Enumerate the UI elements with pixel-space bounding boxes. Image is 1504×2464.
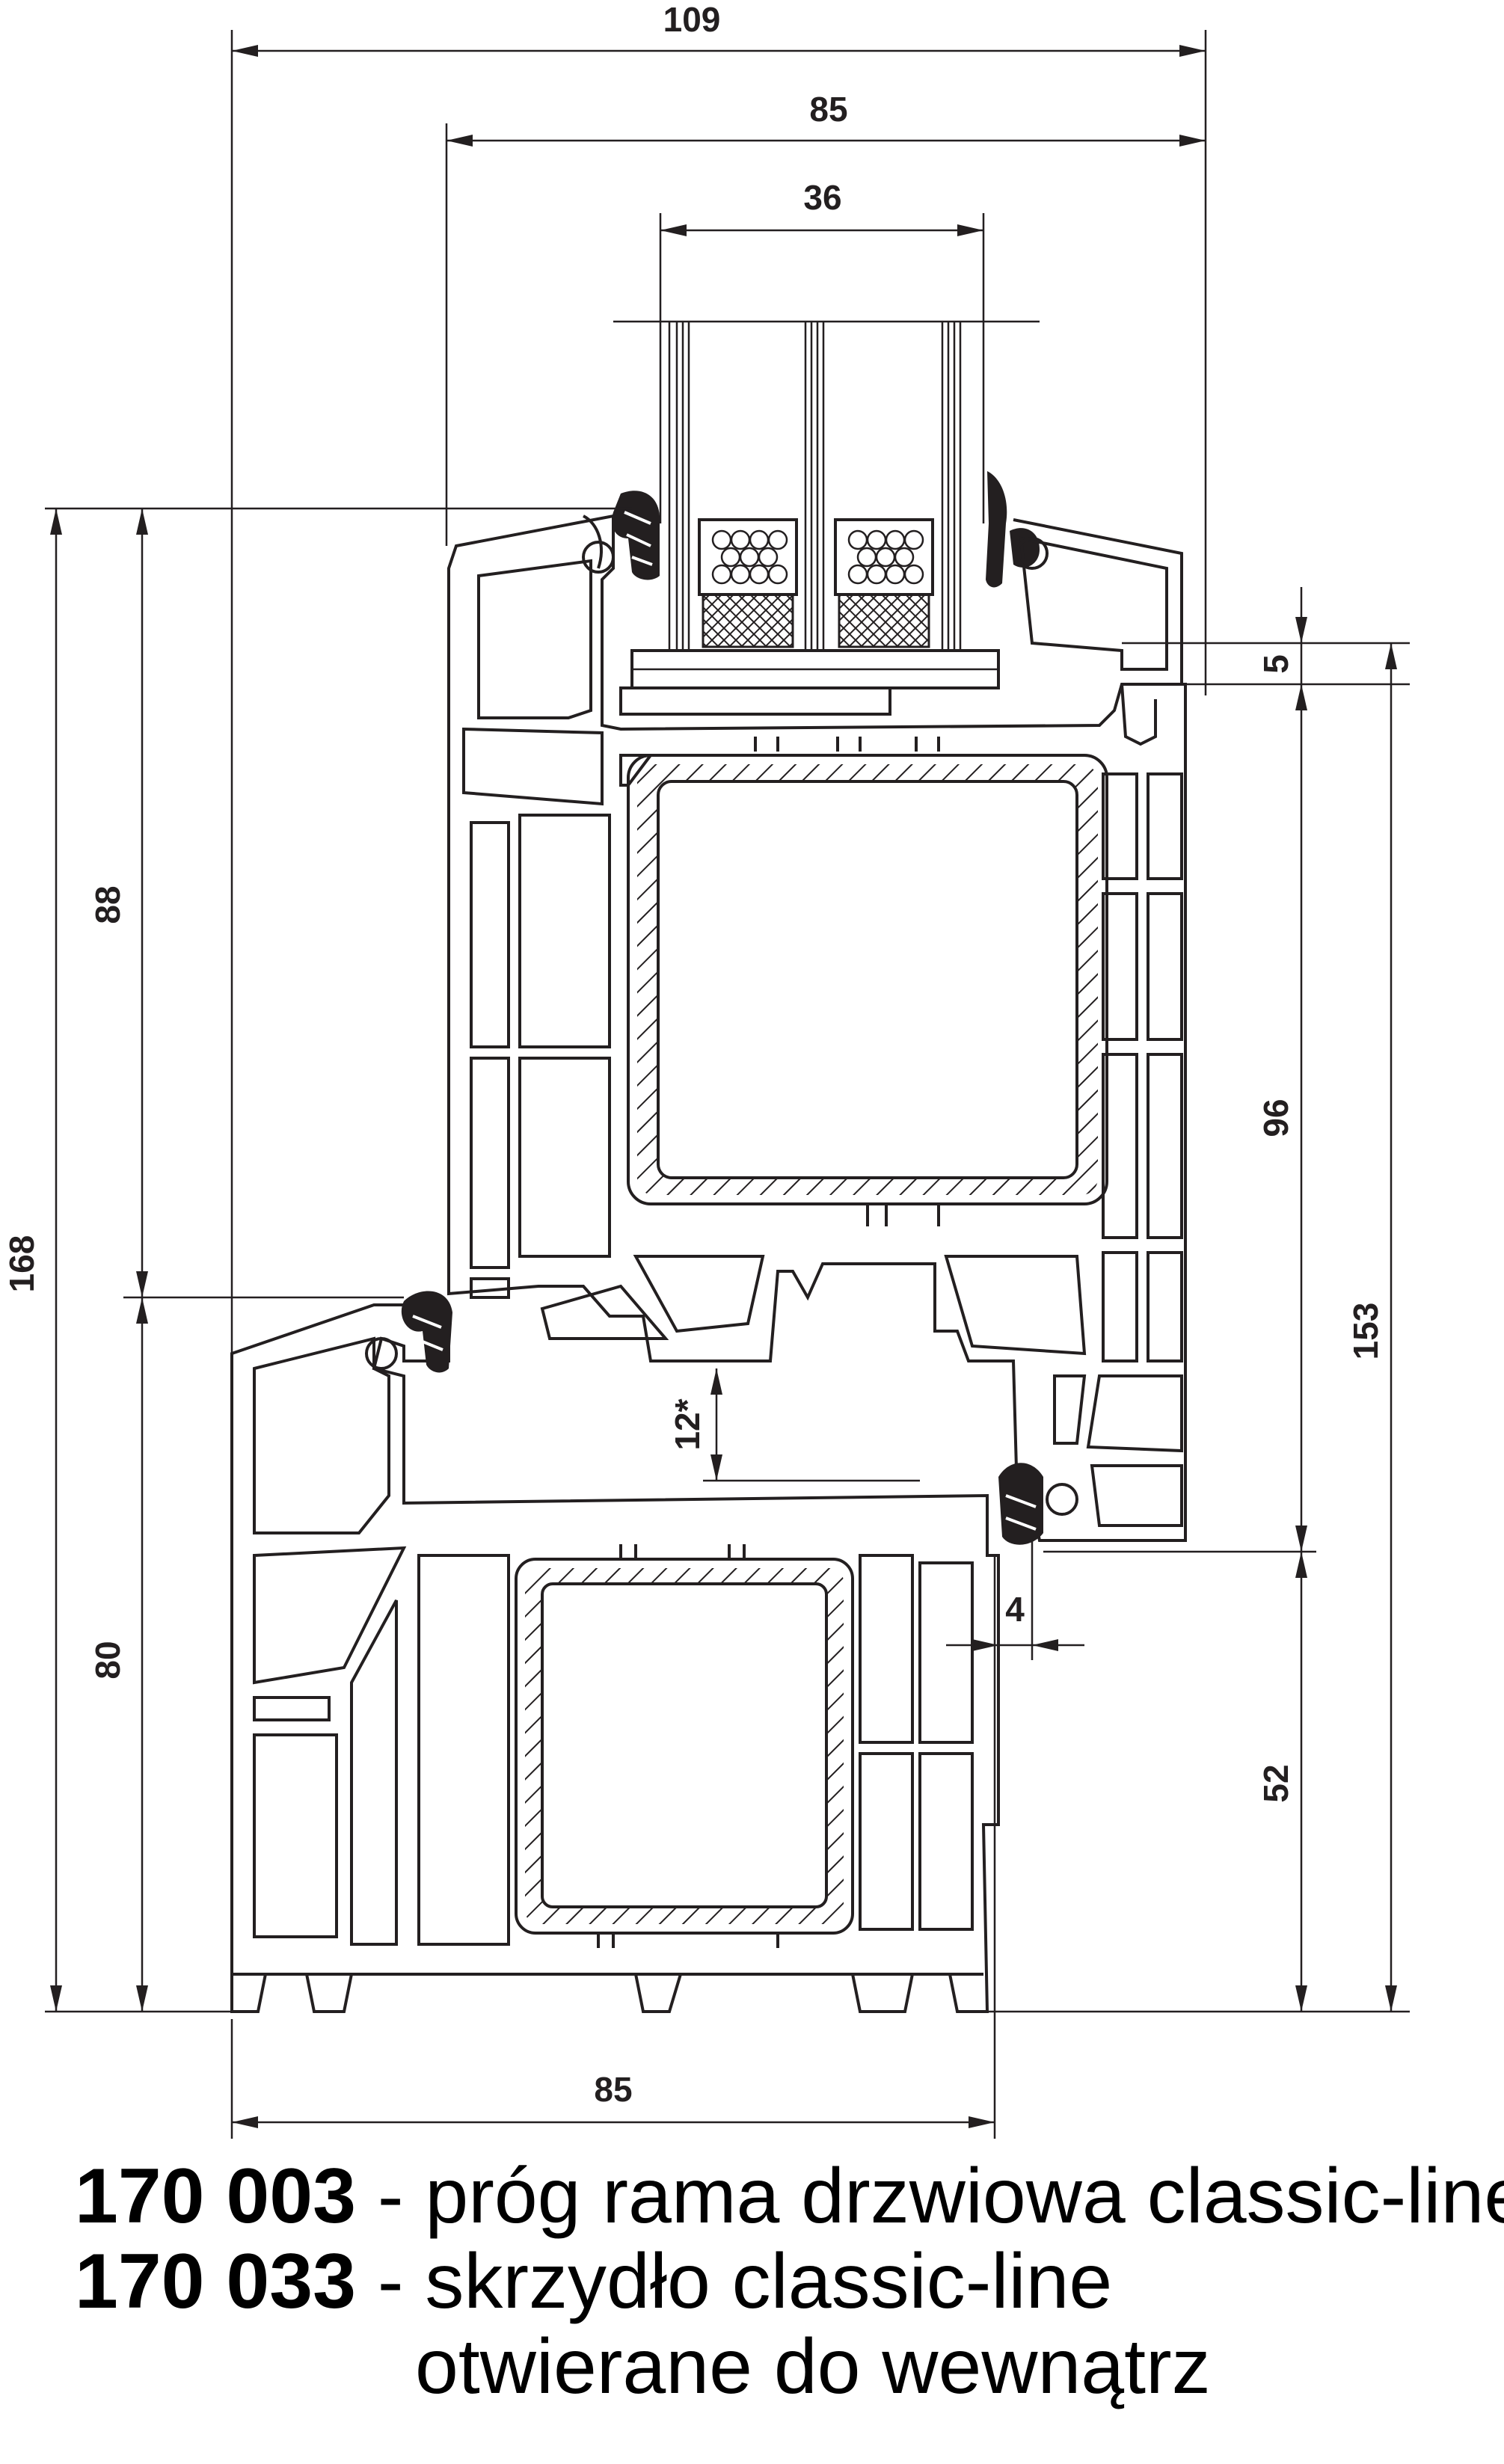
glass-pane-group: [613, 320, 1040, 716]
dim-total-width: 109: [663, 0, 721, 39]
sash-description: - skrzydło classic-line: [355, 2238, 1113, 2325]
glazing-gasket-left: [612, 491, 660, 580]
dim-sash-section: 96: [1256, 1099, 1295, 1137]
dim-lower-height: 80: [88, 1641, 127, 1679]
frame-seal-upper: [401, 1291, 452, 1373]
caption: 170 003 - próg rama drzwiowa classic-lin…: [75, 2153, 1504, 2409]
dimension-lines: [45, 30, 1410, 2139]
caption-line-opening: otwierane do wewnątrz: [75, 2324, 1496, 2409]
dim-gap-top: 5: [1256, 654, 1295, 674]
sash-profile: [447, 514, 1187, 1542]
caption-line-frame: 170 003 - próg rama drzwiowa classic-lin…: [75, 2153, 1504, 2240]
dim-sash-width: 85: [809, 90, 847, 129]
dim-overlap: 4: [1005, 1590, 1025, 1629]
glazing-gasket-right: [986, 471, 1040, 588]
dim-upper-height: 88: [88, 885, 127, 924]
sash-product-code: 170 033: [75, 2238, 356, 2325]
caption-line-sash: 170 033 - skrzydło classic-line: [75, 2239, 1496, 2324]
spacer-left: [698, 518, 798, 648]
dim-sash-height: 153: [1346, 1303, 1385, 1360]
spacer-right: [834, 518, 934, 648]
opening-direction: otwierane do wewnątrz: [415, 2323, 1211, 2410]
frame-seal-lower: [998, 1463, 1078, 1545]
frame-profile: [230, 1303, 1000, 2013]
frame-description: - próg rama drzwiowa classic-line: [355, 2153, 1504, 2240]
dim-rebate: 12*: [668, 1398, 707, 1450]
dim-frame-lower: 52: [1256, 1764, 1295, 1802]
dim-frame-height: 168: [2, 1235, 41, 1293]
dim-glazing-width: 36: [803, 178, 841, 217]
dim-frame-width: 85: [594, 2070, 632, 2109]
frame-product-code: 170 003: [75, 2153, 356, 2240]
